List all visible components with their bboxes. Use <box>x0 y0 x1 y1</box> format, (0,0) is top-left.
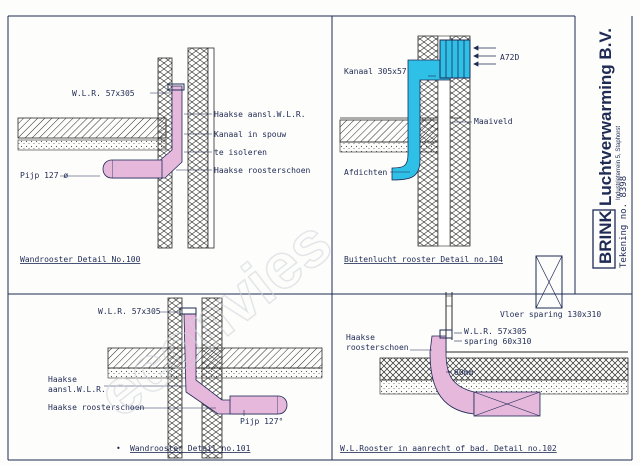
label-haakse-aansl-100: Haakse aansl.W.L.R. <box>214 110 306 119</box>
label-haakse-rooster-101: Haakse roosterschoen <box>48 403 145 412</box>
label-pijp-101: Pijp 127° <box>240 417 283 426</box>
label-aansl-wlr-101: aansl.W.L.R. <box>48 385 106 394</box>
detail-100 <box>17 47 215 249</box>
label-te-isoleren-100: te isoleren <box>214 148 267 157</box>
label-afdichten-104: Afdichten <box>344 168 388 177</box>
caption-bullet-101: • <box>116 444 121 453</box>
label-haakse-101: Haakse <box>48 375 77 384</box>
drawing-number: Tekening no. 8398 <box>619 176 629 268</box>
brand-name: Luchtverwarming B.V. <box>596 28 615 206</box>
detail-101 <box>104 297 323 459</box>
caption-detail-101: Wandrooster Detail no.101 <box>130 444 251 453</box>
detail-104 <box>339 35 496 247</box>
label-kanaal-104: Kanaal 305x57 <box>344 67 407 76</box>
label-wlr-102: W.L.R. 57x305 <box>464 327 527 336</box>
label-wlr-101: W.L.R. 57x305 <box>98 307 161 316</box>
caption-detail-104: Buitenlucht rooster Detail no.104 <box>344 255 503 264</box>
brand-box-text: BRINK <box>596 209 615 264</box>
label-maaiveld-104: Maaiveld <box>474 117 513 126</box>
label-vloer-sparing-102: Vloer sparing 130x310 <box>500 310 601 319</box>
label-haakse-102: Haakse <box>346 333 375 342</box>
sheet-frame <box>7 15 633 461</box>
caption-detail-102: W.L.Rooster in aanrecht of bad. Detail n… <box>340 444 557 453</box>
label-roosterschoen-102: roosterschoen <box>346 343 409 352</box>
label-pijp-100: Pijp 127 ø <box>20 171 68 180</box>
caption-detail-100: Wandrooster Detail No.100 <box>20 255 141 264</box>
brand-address: Industrieterrein 5, Staphorst <box>616 126 622 200</box>
label-haakse-rooster-100: Haakse roosterschoen <box>214 166 311 175</box>
brand-block: BRINK Luchtverwarming B.V. Industrieterr… <box>592 28 629 269</box>
label-a72d-104: A72D <box>500 53 519 62</box>
label-sparing-102: sparing 60x310 <box>464 337 532 346</box>
label-kanaal-spouw-100: Kanaal in spouw <box>214 130 286 139</box>
label-wlr-100: W.L.R. 57x305 <box>72 89 135 98</box>
label-60mm-102: 60mm <box>454 368 473 377</box>
detail-102 <box>379 255 629 417</box>
